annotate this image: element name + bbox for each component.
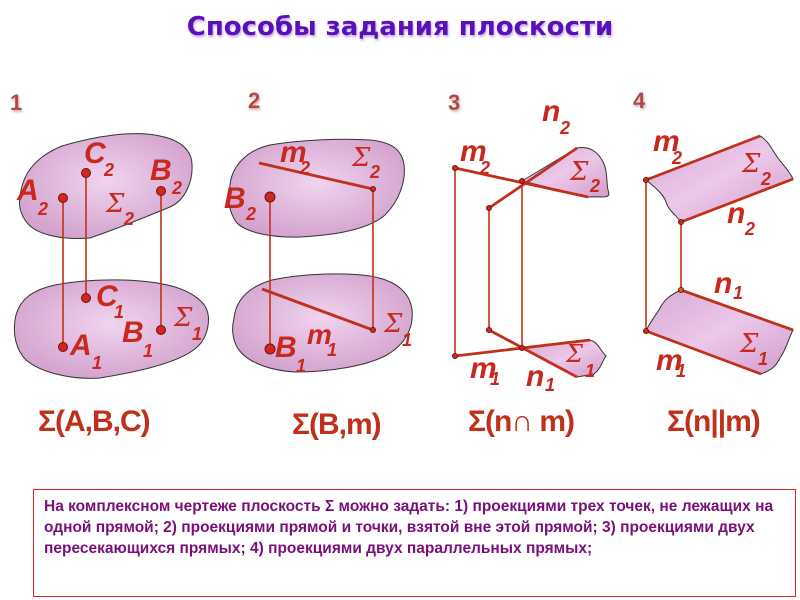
label-m2: m (653, 125, 680, 158)
label-sigma1: Σ (383, 309, 403, 339)
label-n2-sub: 2 (559, 118, 570, 138)
formula-panel-4: Σ(n||m) (667, 405, 761, 438)
panel-2: m 2 Σ 2 B 2 B 1 m 1 Σ 1 (224, 136, 413, 376)
label-m1: m (307, 319, 332, 350)
label-c1-sub: 1 (114, 302, 124, 322)
label-c2-sub: 2 (103, 160, 114, 180)
label-sigma1-sub: 1 (402, 330, 412, 350)
label-m1: m (470, 352, 497, 385)
label-n1-sub: 1 (733, 283, 743, 303)
panel-1: A 2 C 2 B 2 Σ 2 C 1 A 1 B 1 Σ 1 (13, 133, 209, 379)
description-box: На комплексном чертеже плоскость Σ можно… (33, 489, 796, 597)
label-sigma1-sub: 1 (585, 361, 595, 381)
label-m2-sub: 2 (299, 158, 310, 178)
plane-sigma1-shape (232, 273, 413, 373)
label-sigma2-sub: 2 (760, 169, 771, 189)
label-m1-sub: 1 (490, 369, 500, 389)
label-n1-sub: 1 (545, 375, 555, 395)
label-n2-sub: 2 (744, 219, 755, 239)
label-c2: C (84, 137, 107, 170)
label-a2: A (16, 174, 39, 207)
label-a1-sub: 1 (92, 353, 102, 373)
label-m2-sub: 2 (671, 148, 682, 168)
label-sigma2-sub: 2 (589, 176, 600, 196)
formula-panel-2: Σ(B,m) (292, 408, 382, 441)
plane-sigma2-shape (228, 138, 405, 238)
label-n2: n (542, 95, 560, 128)
label-b2-sub: 2 (171, 178, 182, 198)
label-sigma2-sub: 2 (123, 209, 134, 229)
label-m2: m (280, 136, 307, 169)
label-sigma2: Σ (351, 143, 371, 173)
panel-4: m 2 Σ 2 n 2 n 1 Σ 1 m 1 (643, 125, 794, 381)
label-c1: C (96, 280, 119, 313)
label-sigma2: Σ (569, 157, 589, 187)
label-b2: B (150, 154, 172, 187)
panel-number-2: 2 (248, 88, 261, 113)
label-sigma1: Σ (173, 303, 193, 333)
panel-3: n 2 m 2 Σ 2 m 1 n 1 Σ 1 (452, 95, 610, 395)
label-m1-sub: 1 (327, 340, 337, 360)
label-n1: n (526, 360, 544, 393)
label-m2-sub: 2 (479, 158, 490, 178)
label-m1-sub: 1 (676, 361, 686, 381)
label-b1: B (275, 331, 297, 364)
label-b1-sub: 1 (143, 341, 153, 361)
formula-panel-1: Σ(A,B,C) (38, 405, 151, 438)
label-sigma1: Σ (565, 340, 584, 368)
formula-panel-3: Σ(n∩ m) (468, 405, 575, 438)
label-b1: B (122, 316, 144, 349)
label-b2-sub: 2 (245, 204, 256, 224)
label-n1: n (714, 267, 732, 300)
description-text: На комплексном чертеже плоскость Σ можно… (44, 498, 774, 557)
label-b2: B (224, 182, 246, 215)
plane-sigma1-fragment (520, 339, 607, 378)
label-sigma2: Σ (741, 149, 761, 179)
page-title: Способы задания плоскости (186, 12, 614, 42)
plane-sigma2-fragment (520, 147, 610, 198)
label-sigma1-sub: 1 (758, 349, 768, 369)
label-sigma1: Σ (739, 329, 759, 359)
label-b1-sub: 1 (296, 356, 306, 376)
panel-number-1: 1 (10, 90, 23, 115)
label-m2: m (460, 135, 487, 168)
label-sigma1-sub: 1 (192, 324, 202, 344)
label-n2: n (727, 197, 745, 230)
panel-number-3: 3 (448, 90, 461, 115)
label-sigma2: Σ (105, 189, 125, 219)
label-sigma2-sub: 2 (369, 162, 380, 182)
panel-number-4: 4 (633, 88, 646, 113)
label-m1: m (656, 344, 683, 377)
label-a1: A (69, 329, 92, 362)
label-a2-sub: 2 (37, 199, 48, 219)
